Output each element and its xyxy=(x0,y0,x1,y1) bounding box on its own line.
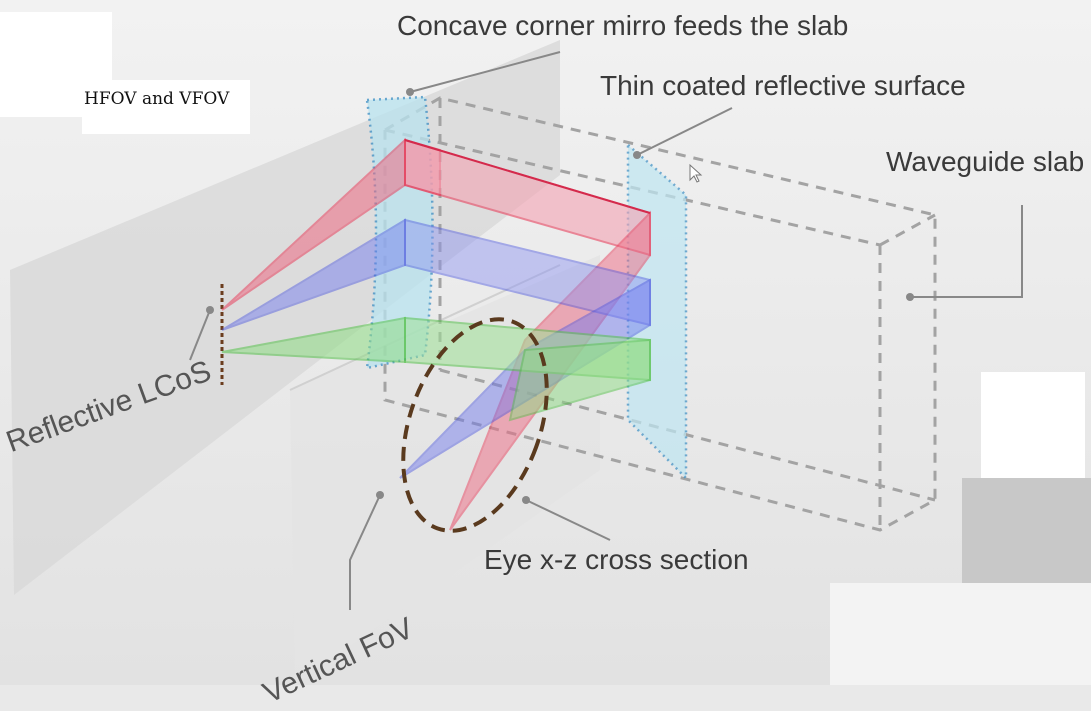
waveguide-diagram xyxy=(0,0,1091,685)
mouse-pointer-icon xyxy=(689,163,703,183)
waveguide-slab-label: Waveguide slab xyxy=(886,146,1085,177)
concave-mirror-label: Concave corner mirro feeds the slab xyxy=(397,10,849,41)
white-patch-caption xyxy=(82,80,250,134)
coated-surface-label: Thin coated reflective surface xyxy=(600,70,966,101)
leader-dots xyxy=(206,88,914,504)
caption-text: HFOV and VFOV xyxy=(84,89,230,109)
white-patch-bottom xyxy=(830,583,1091,685)
leader-lines xyxy=(189,51,1023,610)
gray-patch-right xyxy=(962,478,1091,583)
white-patch-right xyxy=(981,372,1085,494)
eye-cross-section-label: Eye x-z cross section xyxy=(484,544,749,575)
eye-cross-section xyxy=(401,317,549,533)
